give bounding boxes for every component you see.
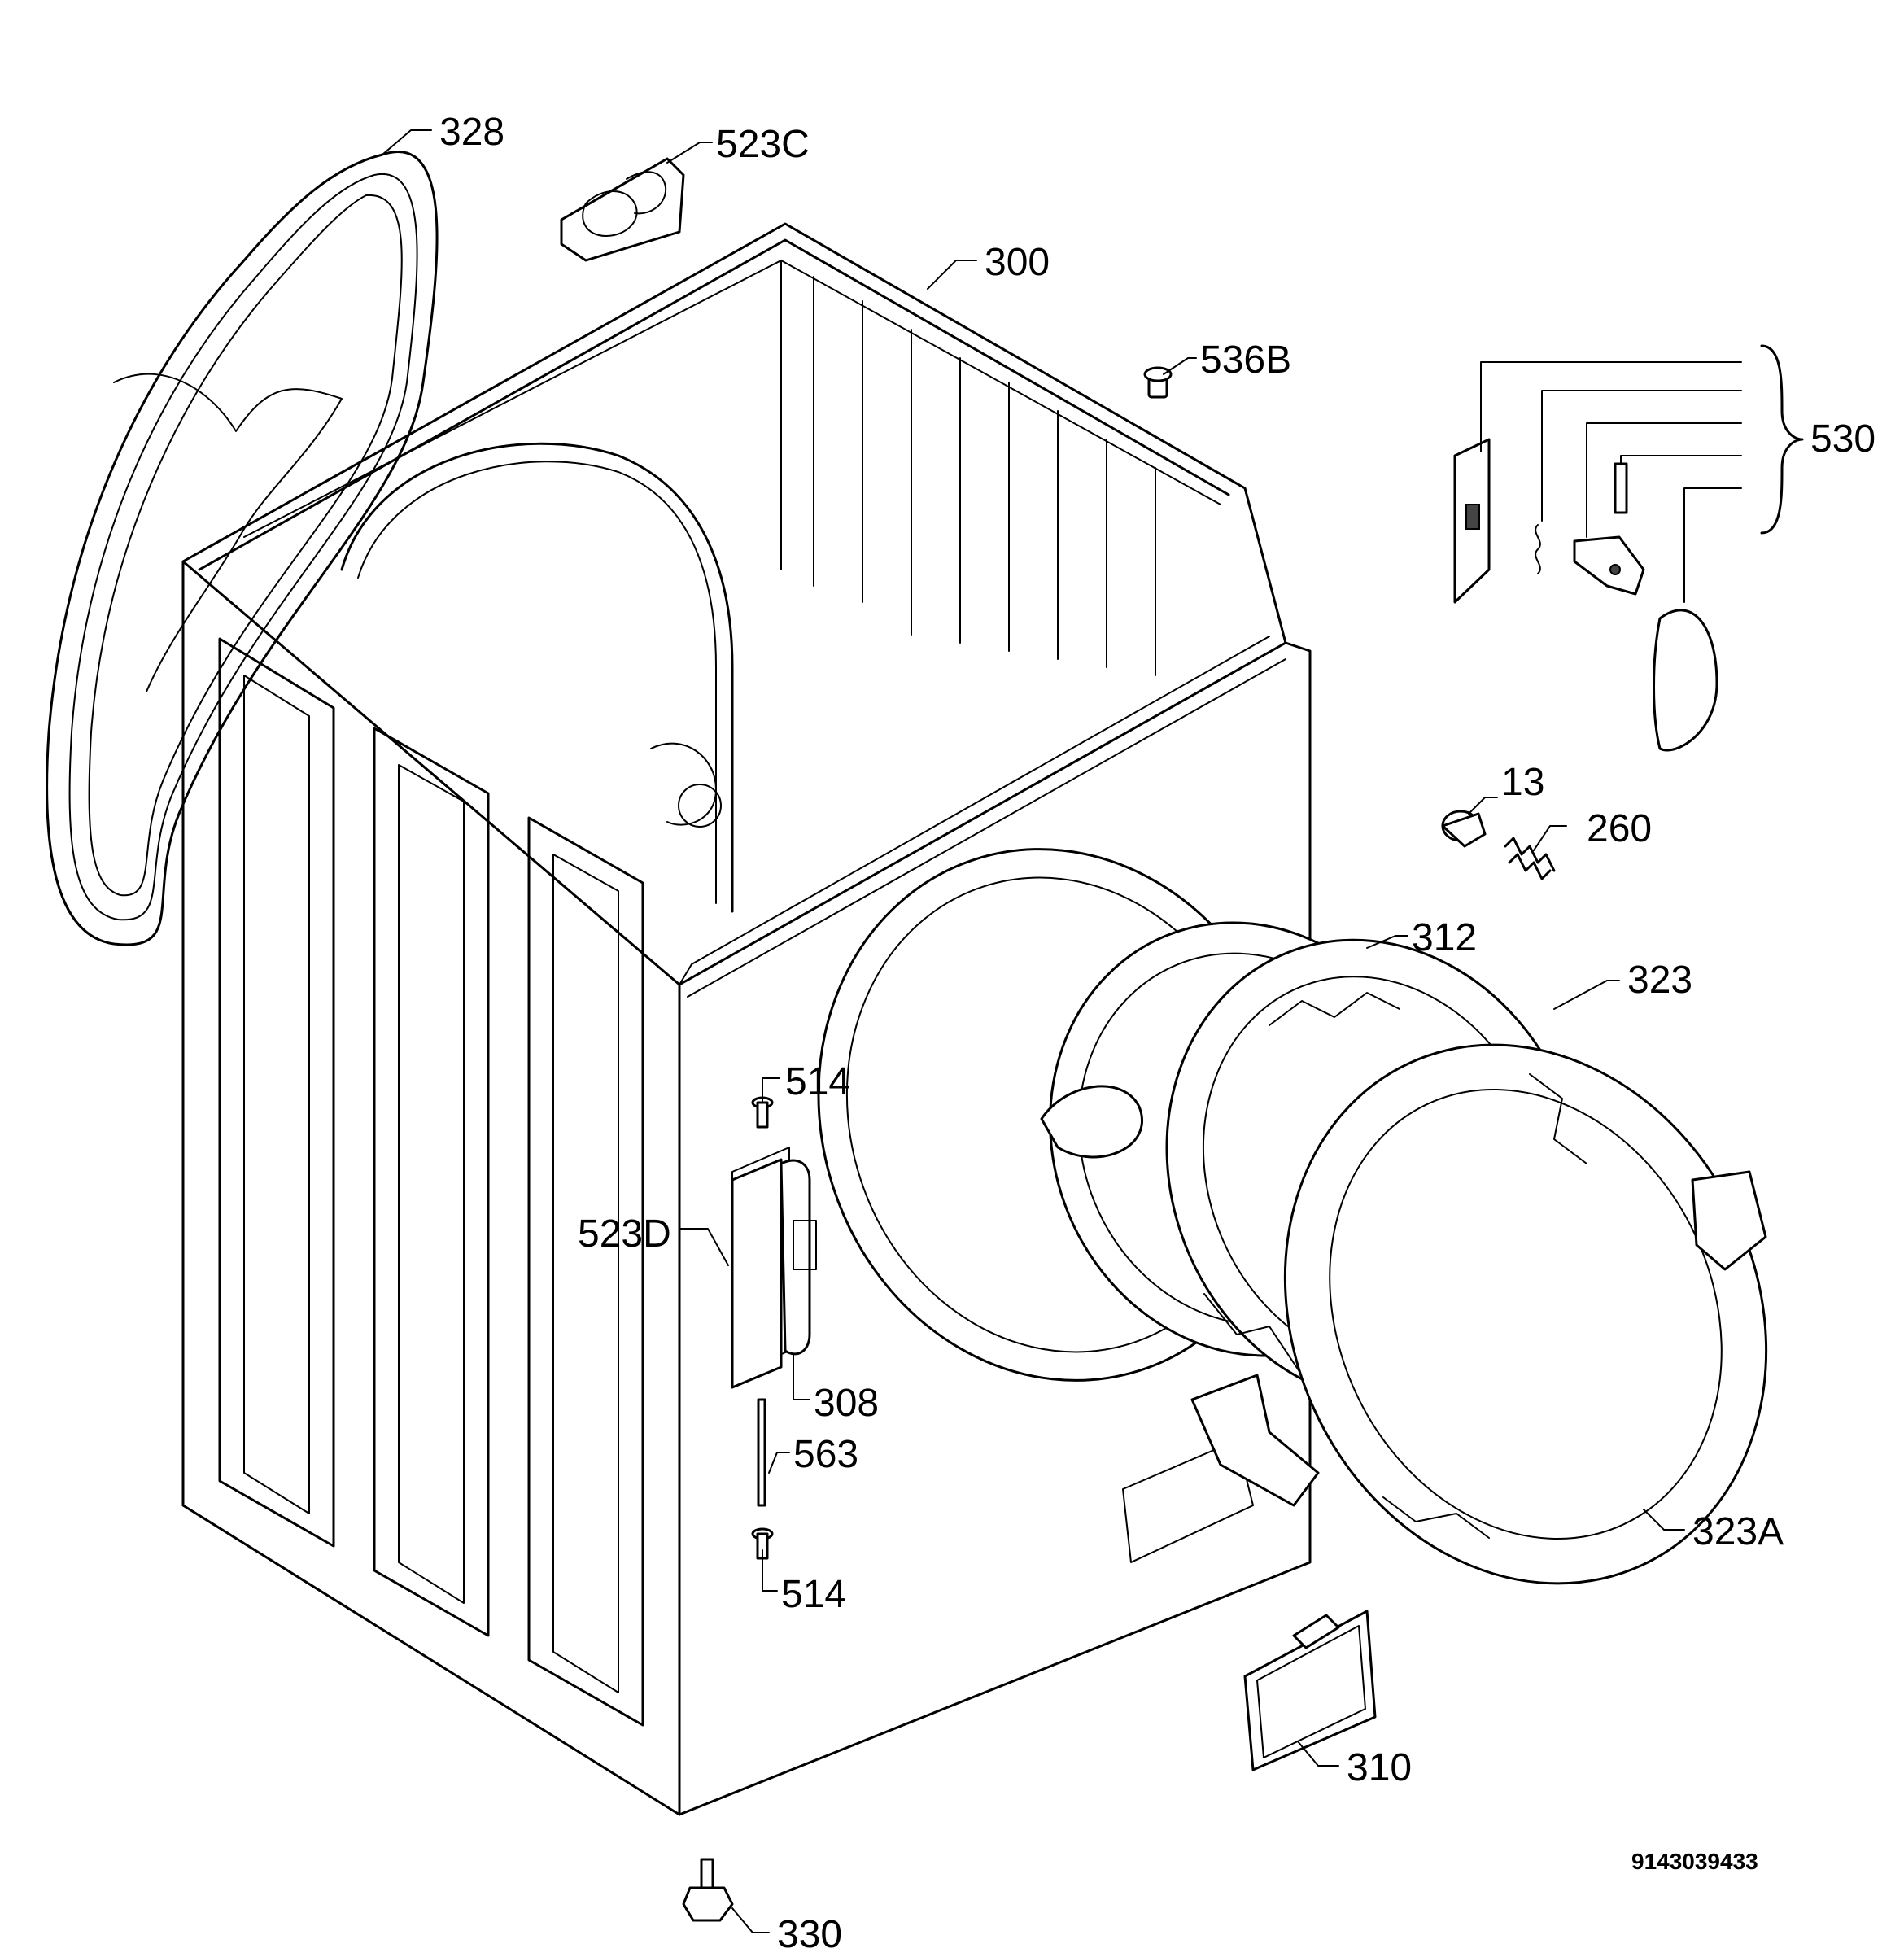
cabinet-part-300 bbox=[181, 222, 1312, 1816]
label-312: 312 bbox=[1412, 916, 1477, 959]
label-300: 300 bbox=[985, 241, 1050, 284]
label-330: 330 bbox=[777, 1913, 842, 1953]
label-523D: 523D bbox=[578, 1212, 671, 1256]
hinge-part-308 bbox=[780, 1159, 817, 1356]
label-310: 310 bbox=[1347, 1746, 1412, 1789]
label-514-bottom: 514 bbox=[781, 1573, 846, 1616]
label-563: 563 bbox=[793, 1433, 858, 1476]
part-labels: 328 523C 300 536B 530 13 260 312 323 514… bbox=[439, 111, 1876, 1956]
part-536B bbox=[1143, 366, 1173, 399]
label-13: 13 bbox=[1501, 761, 1544, 804]
part-523C bbox=[560, 157, 685, 262]
door-gasket-part-328 bbox=[46, 151, 439, 946]
label-323A: 323A bbox=[1692, 1510, 1784, 1553]
drawing-code: 9143039433 bbox=[1631, 1849, 1758, 1874]
label-536B: 536B bbox=[1200, 339, 1291, 382]
part-13 bbox=[1441, 810, 1487, 848]
label-260: 260 bbox=[1587, 807, 1652, 850]
door-outer-ring-part-323A bbox=[1283, 1043, 1768, 1585]
rod-part-563 bbox=[757, 1398, 766, 1507]
service-flap-part-310 bbox=[1243, 1610, 1377, 1771]
hinge-plate-part-523D bbox=[731, 1158, 783, 1389]
foot-part-330 bbox=[682, 1858, 734, 1922]
spring-part-260 bbox=[1504, 837, 1556, 880]
label-323: 323 bbox=[1627, 959, 1692, 1002]
label-308: 308 bbox=[814, 1382, 879, 1425]
label-530: 530 bbox=[1810, 417, 1876, 461]
label-328: 328 bbox=[439, 111, 504, 154]
screw-part-514-bottom bbox=[751, 1527, 774, 1560]
label-523C: 523C bbox=[716, 123, 810, 166]
label-514-top: 514 bbox=[785, 1060, 850, 1103]
door-hook-assembly-part-530 bbox=[1453, 344, 1804, 752]
leader-lines bbox=[382, 129, 1685, 1933]
